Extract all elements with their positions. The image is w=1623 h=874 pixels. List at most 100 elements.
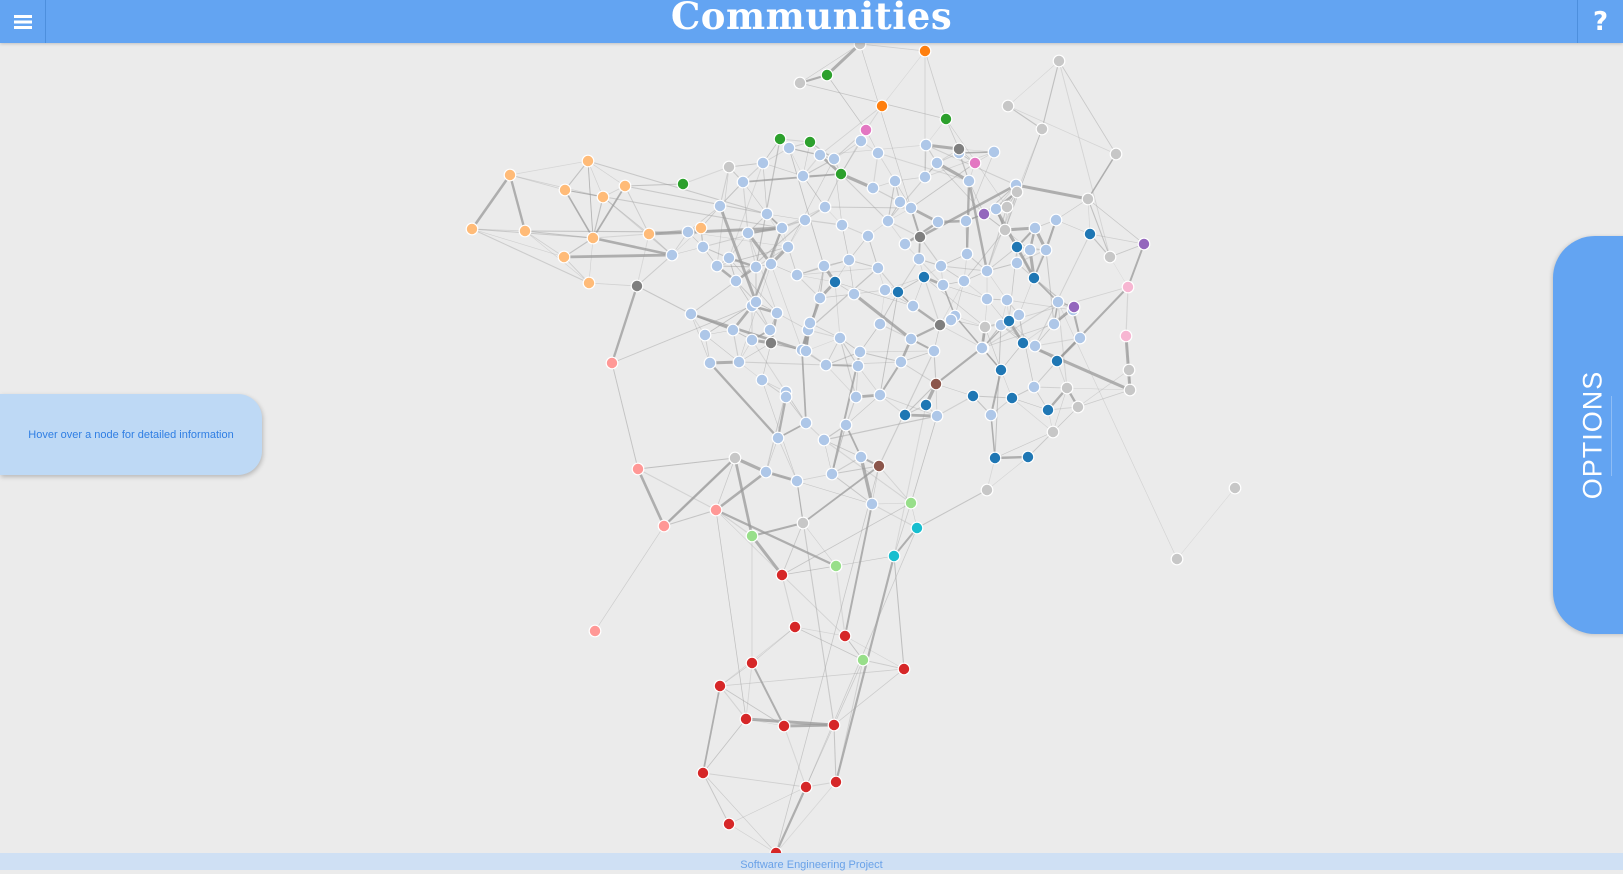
- graph-node[interactable]: [465, 222, 479, 236]
- graph-node[interactable]: [980, 292, 994, 306]
- graph-node[interactable]: [1027, 271, 1041, 285]
- graph-node[interactable]: [873, 388, 887, 402]
- graph-node[interactable]: [581, 154, 595, 168]
- graph-node[interactable]: [819, 358, 833, 372]
- graph-node[interactable]: [906, 299, 920, 313]
- graph-node[interactable]: [1046, 425, 1060, 439]
- graph-node[interactable]: [1060, 381, 1074, 395]
- graph-node[interactable]: [665, 248, 679, 262]
- graph-node[interactable]: [833, 331, 847, 345]
- graph-node[interactable]: [796, 516, 810, 530]
- graph-node[interactable]: [842, 253, 856, 267]
- graph-node[interactable]: [998, 223, 1012, 237]
- graph-node[interactable]: [853, 345, 867, 359]
- graph-node[interactable]: [763, 323, 777, 337]
- graph-node[interactable]: [934, 259, 948, 273]
- graph-node[interactable]: [887, 549, 901, 563]
- graph-node[interactable]: [770, 306, 784, 320]
- graph-node[interactable]: [777, 719, 791, 733]
- graph-node[interactable]: [618, 179, 632, 193]
- graph-node[interactable]: [684, 307, 698, 321]
- graph-node[interactable]: [803, 316, 817, 330]
- graph-node[interactable]: [871, 146, 885, 160]
- graph-node[interactable]: [1137, 237, 1151, 251]
- graph-node[interactable]: [630, 279, 644, 293]
- graph-node[interactable]: [799, 780, 813, 794]
- graph-node[interactable]: [1049, 213, 1063, 227]
- graph-node[interactable]: [931, 215, 945, 229]
- graph-node[interactable]: [1228, 481, 1242, 495]
- graph-node[interactable]: [1027, 380, 1041, 394]
- graph-node[interactable]: [596, 190, 610, 204]
- graph-node[interactable]: [1001, 99, 1015, 113]
- graph-node[interactable]: [878, 283, 892, 297]
- graph-node[interactable]: [749, 260, 763, 274]
- graph-node[interactable]: [989, 202, 1003, 216]
- graph-node[interactable]: [917, 270, 931, 284]
- graph-node[interactable]: [588, 624, 602, 638]
- graph-node[interactable]: [1002, 314, 1016, 328]
- graph-node[interactable]: [676, 177, 690, 191]
- graph-node[interactable]: [775, 221, 789, 235]
- graph-node[interactable]: [834, 167, 848, 181]
- graph-node[interactable]: [913, 230, 927, 244]
- graph-node[interactable]: [919, 138, 933, 152]
- graph-node[interactable]: [1081, 192, 1095, 206]
- graph-node[interactable]: [1083, 227, 1097, 241]
- graph-node[interactable]: [790, 474, 804, 488]
- graph-node[interactable]: [818, 200, 832, 214]
- graph-node[interactable]: [681, 225, 695, 239]
- graph-node[interactable]: [729, 274, 743, 288]
- graph-node[interactable]: [984, 408, 998, 422]
- graph-node[interactable]: [820, 68, 834, 82]
- graph-node[interactable]: [775, 568, 789, 582]
- graph-node[interactable]: [736, 175, 750, 189]
- graph-node[interactable]: [875, 99, 889, 113]
- graph-node[interactable]: [994, 363, 1008, 377]
- graph-node[interactable]: [1047, 317, 1061, 331]
- graph-node[interactable]: [713, 679, 727, 693]
- graph-node[interactable]: [873, 317, 887, 331]
- graph-node[interactable]: [796, 169, 810, 183]
- graph-nodes[interactable]: [465, 37, 1242, 860]
- graph-node[interactable]: [773, 132, 787, 146]
- graph-node[interactable]: [745, 333, 759, 347]
- graph-node[interactable]: [739, 712, 753, 726]
- graph-node[interactable]: [1109, 147, 1123, 161]
- graph-node[interactable]: [891, 285, 905, 299]
- graph-node[interactable]: [745, 656, 759, 670]
- graph-node[interactable]: [759, 465, 773, 479]
- graph-node[interactable]: [1000, 293, 1014, 307]
- graph-node[interactable]: [894, 355, 908, 369]
- graph-node[interactable]: [1067, 300, 1081, 314]
- graph-node[interactable]: [1010, 185, 1024, 199]
- graph-node[interactable]: [710, 259, 724, 273]
- graph-node[interactable]: [764, 257, 778, 271]
- graph-node[interactable]: [827, 152, 841, 166]
- graph-node[interactable]: [732, 355, 746, 369]
- graph-node[interactable]: [929, 377, 943, 391]
- graph-node[interactable]: [798, 213, 812, 227]
- graph-node[interactable]: [930, 409, 944, 423]
- graph-node[interactable]: [871, 261, 885, 275]
- graph-node[interactable]: [713, 199, 727, 213]
- graph-node[interactable]: [839, 418, 853, 432]
- graph-node[interactable]: [930, 156, 944, 170]
- graph-node[interactable]: [813, 148, 827, 162]
- graph-node[interactable]: [1050, 354, 1064, 368]
- graph-node[interactable]: [927, 344, 941, 358]
- graph-node[interactable]: [781, 240, 795, 254]
- graph-node[interactable]: [829, 775, 843, 789]
- graph-node[interactable]: [881, 214, 895, 228]
- graph-node[interactable]: [782, 141, 796, 155]
- graph-node[interactable]: [861, 229, 875, 243]
- graph-node[interactable]: [1122, 363, 1136, 377]
- graph-node[interactable]: [586, 231, 600, 245]
- graph-node[interactable]: [904, 332, 918, 346]
- graph-node[interactable]: [756, 156, 770, 170]
- graph-node[interactable]: [779, 390, 793, 404]
- graph-node[interactable]: [939, 112, 953, 126]
- graph-node[interactable]: [854, 450, 868, 464]
- graph-node[interactable]: [1000, 200, 1014, 214]
